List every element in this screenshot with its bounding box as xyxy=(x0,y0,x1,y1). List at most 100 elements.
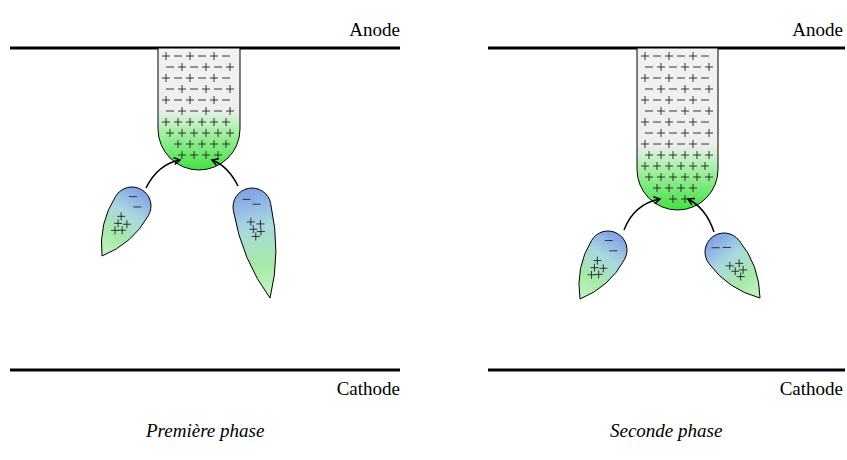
minus-sign xyxy=(669,133,677,134)
minus-sign xyxy=(693,67,701,68)
minus-sign xyxy=(712,247,720,248)
plus-sign xyxy=(709,63,710,71)
plus-sign xyxy=(206,129,207,137)
attraction-arrow xyxy=(688,199,714,232)
minus-sign xyxy=(190,111,198,112)
plus-sign xyxy=(115,226,116,234)
plus-sign xyxy=(661,107,662,115)
minus-sign xyxy=(190,67,198,68)
plus-sign xyxy=(190,140,191,148)
minus-sign xyxy=(701,100,709,101)
plus-sign xyxy=(669,74,670,82)
plus-sign xyxy=(669,52,670,60)
plus-sign xyxy=(697,173,698,181)
minus-sign xyxy=(222,78,230,79)
plus-sign xyxy=(645,74,646,82)
plus-sign xyxy=(591,271,592,279)
minus-sign xyxy=(166,111,174,112)
plus-sign xyxy=(693,96,694,104)
plus-sign xyxy=(669,118,670,126)
plus-sign xyxy=(669,96,670,104)
attraction-arrow xyxy=(624,199,660,230)
plus-sign xyxy=(166,118,167,126)
minus-sign xyxy=(174,56,182,57)
minus-sign xyxy=(174,100,182,101)
plus-sign xyxy=(697,151,698,159)
charge-cloud xyxy=(579,231,627,299)
minus-sign xyxy=(669,89,677,90)
minus-sign xyxy=(653,78,661,79)
plus-sign xyxy=(230,129,231,137)
plus-sign xyxy=(685,173,686,181)
plus-sign xyxy=(649,151,650,159)
plus-sign xyxy=(669,184,670,192)
plus-sign xyxy=(673,195,674,203)
plus-sign xyxy=(166,96,167,104)
plus-sign xyxy=(661,151,662,159)
plus-sign xyxy=(693,74,694,82)
plus-sign xyxy=(214,140,215,148)
minus-sign xyxy=(653,100,661,101)
plus-sign xyxy=(121,212,122,220)
plus-sign xyxy=(693,184,694,192)
plus-sign xyxy=(214,96,215,104)
plus-sign xyxy=(260,228,261,236)
minus-sign xyxy=(214,67,222,68)
plus-sign xyxy=(230,85,231,93)
plus-sign xyxy=(202,140,203,148)
plus-sign xyxy=(598,270,599,278)
plus-sign xyxy=(202,118,203,126)
plus-sign xyxy=(255,232,256,240)
minus-sign xyxy=(701,78,709,79)
plus-sign xyxy=(681,162,682,170)
plus-sign xyxy=(709,173,710,181)
plus-sign xyxy=(182,85,183,93)
plus-sign xyxy=(214,118,215,126)
plus-sign xyxy=(685,129,686,137)
plus-sign xyxy=(729,262,730,270)
minus-sign xyxy=(653,122,661,123)
electrode-label: Anode xyxy=(792,19,843,41)
minus-sign xyxy=(701,144,709,145)
plus-sign xyxy=(645,118,646,126)
minus-sign xyxy=(214,89,222,90)
plus-sign xyxy=(126,220,127,228)
minus-sign xyxy=(693,133,701,134)
minus-sign xyxy=(166,67,174,68)
plus-sign xyxy=(685,151,686,159)
plus-sign xyxy=(685,107,686,115)
minus-sign xyxy=(645,133,653,134)
plus-sign xyxy=(739,259,740,267)
minus-sign xyxy=(693,111,701,112)
minus-sign xyxy=(669,67,677,68)
plus-sign xyxy=(253,225,254,233)
plus-sign xyxy=(170,129,171,137)
minus-sign xyxy=(222,100,230,101)
plus-sign xyxy=(226,118,227,126)
electrode-label: Cathode xyxy=(780,378,843,400)
plus-sign xyxy=(709,151,710,159)
plus-sign xyxy=(182,107,183,115)
minus-sign xyxy=(166,89,174,90)
plus-sign xyxy=(594,264,595,272)
plus-sign xyxy=(645,140,646,148)
plus-sign xyxy=(705,162,706,170)
plus-sign xyxy=(661,63,662,71)
minus-sign xyxy=(198,78,206,79)
plus-sign xyxy=(709,129,710,137)
plus-sign xyxy=(597,257,598,265)
minus-sign xyxy=(242,199,250,200)
plus-sign xyxy=(603,264,604,272)
attraction-arrow xyxy=(212,160,238,186)
minus-sign xyxy=(701,122,709,123)
cathode-plate xyxy=(10,369,400,372)
minus-sign xyxy=(609,250,617,251)
plus-sign xyxy=(743,266,744,274)
plus-sign xyxy=(166,74,167,82)
plus-sign xyxy=(681,184,682,192)
minus-sign xyxy=(214,111,222,112)
minus-sign xyxy=(133,206,141,207)
plus-sign xyxy=(645,162,646,170)
plus-sign xyxy=(206,85,207,93)
